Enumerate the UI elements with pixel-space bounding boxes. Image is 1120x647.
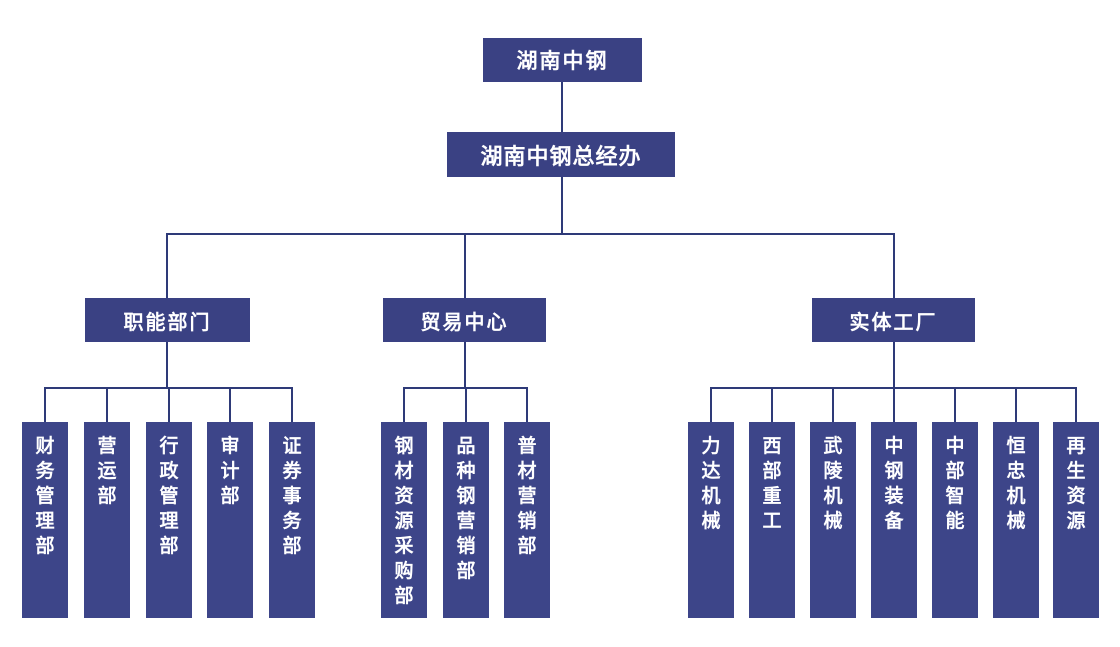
org-branch-factory-label: 实体工厂 [849, 311, 938, 334]
connector-rail-functional [166, 233, 168, 298]
connector-trade-rail [464, 342, 466, 388]
org-leaf-finance: 财务管理部 [22, 422, 68, 618]
org-leaf-zhonggang-equipment-label: 中钢装备 [884, 436, 904, 532]
org-leaf-common-material-marketing-label: 普材营销部 [517, 436, 537, 557]
org-leaf-steel-procurement: 钢材资源采购部 [381, 422, 427, 618]
org-leaf-audit: 审计部 [207, 422, 253, 618]
org-leaf-hengzhong-machinery-label: 恒忠机械 [1006, 436, 1026, 532]
org-leaf-audit-label: 审计部 [220, 436, 240, 507]
org-node-root-label: 湖南中钢 [516, 50, 609, 73]
connector-drop-western [771, 387, 773, 422]
org-branch-trade-label: 贸易中心 [420, 311, 509, 334]
org-branch-functional-label: 职能部门 [123, 311, 212, 334]
org-node-root: 湖南中钢 [483, 38, 642, 82]
connector-drop-renewable [1075, 387, 1077, 422]
connector-drop-common-material [526, 387, 528, 422]
connector-drop-lida [710, 387, 712, 422]
connector-drop-securities [291, 387, 293, 422]
org-leaf-western-heavy-industry-label: 西部重工 [762, 436, 782, 532]
org-leaf-administration-label: 行政管理部 [159, 436, 179, 557]
org-leaf-operations: 营运部 [84, 422, 130, 618]
connector-drop-wuling [832, 387, 834, 422]
org-leaf-lida-machinery: 力达机械 [688, 422, 734, 618]
connector-drop-hengzhong [1015, 387, 1017, 422]
org-leaf-steel-procurement-label: 钢材资源采购部 [394, 436, 414, 607]
org-leaf-finance-label: 财务管理部 [35, 436, 55, 557]
connector-rail-trade [464, 233, 466, 298]
org-leaf-administration: 行政管理部 [146, 422, 192, 618]
org-leaf-variety-steel-marketing-label: 品种钢营销部 [456, 436, 476, 582]
org-leaf-wuling-machinery-label: 武陵机械 [823, 436, 843, 532]
org-leaf-common-material-marketing: 普材营销部 [504, 422, 550, 618]
connector-rail-factory [893, 233, 895, 298]
connector-root-office [561, 82, 563, 132]
connector-office-rail [561, 177, 563, 234]
org-leaf-renewable-resources: 再生资源 [1053, 422, 1099, 618]
connector-functional-rail [166, 342, 168, 388]
org-node-office: 湖南中钢总经办 [447, 132, 675, 177]
org-leaf-zhonggang-equipment: 中钢装备 [871, 422, 917, 618]
org-leaf-hengzhong-machinery: 恒忠机械 [993, 422, 1039, 618]
connector-main-rail [166, 233, 895, 235]
org-leaf-securities-label: 证券事务部 [282, 436, 302, 557]
org-leaf-renewable-resources-label: 再生资源 [1066, 436, 1086, 532]
org-leaf-securities: 证券事务部 [269, 422, 315, 618]
connector-drop-administration [168, 387, 170, 422]
org-branch-functional: 职能部门 [85, 298, 250, 342]
org-branch-trade: 贸易中心 [383, 298, 546, 342]
connector-drop-central-intelligence [954, 387, 956, 422]
org-branch-factory: 实体工厂 [812, 298, 975, 342]
org-leaf-wuling-machinery: 武陵机械 [810, 422, 856, 618]
connector-drop-operations [106, 387, 108, 422]
org-leaf-operations-label: 营运部 [97, 436, 117, 507]
connector-drop-finance [44, 387, 46, 422]
org-leaf-variety-steel-marketing: 品种钢营销部 [443, 422, 489, 618]
connector-drop-zhonggang-equipment [893, 387, 895, 422]
connector-drop-steel-procurement [403, 387, 405, 422]
org-leaf-lida-machinery-label: 力达机械 [701, 436, 721, 532]
connector-factory-rail [893, 342, 895, 388]
org-leaf-central-intelligence-label: 中部智能 [945, 436, 965, 532]
org-leaf-western-heavy-industry: 西部重工 [749, 422, 795, 618]
connector-drop-variety-steel [465, 387, 467, 422]
org-node-office-label: 湖南中钢总经办 [480, 143, 642, 169]
org-leaf-central-intelligence: 中部智能 [932, 422, 978, 618]
connector-drop-audit [229, 387, 231, 422]
